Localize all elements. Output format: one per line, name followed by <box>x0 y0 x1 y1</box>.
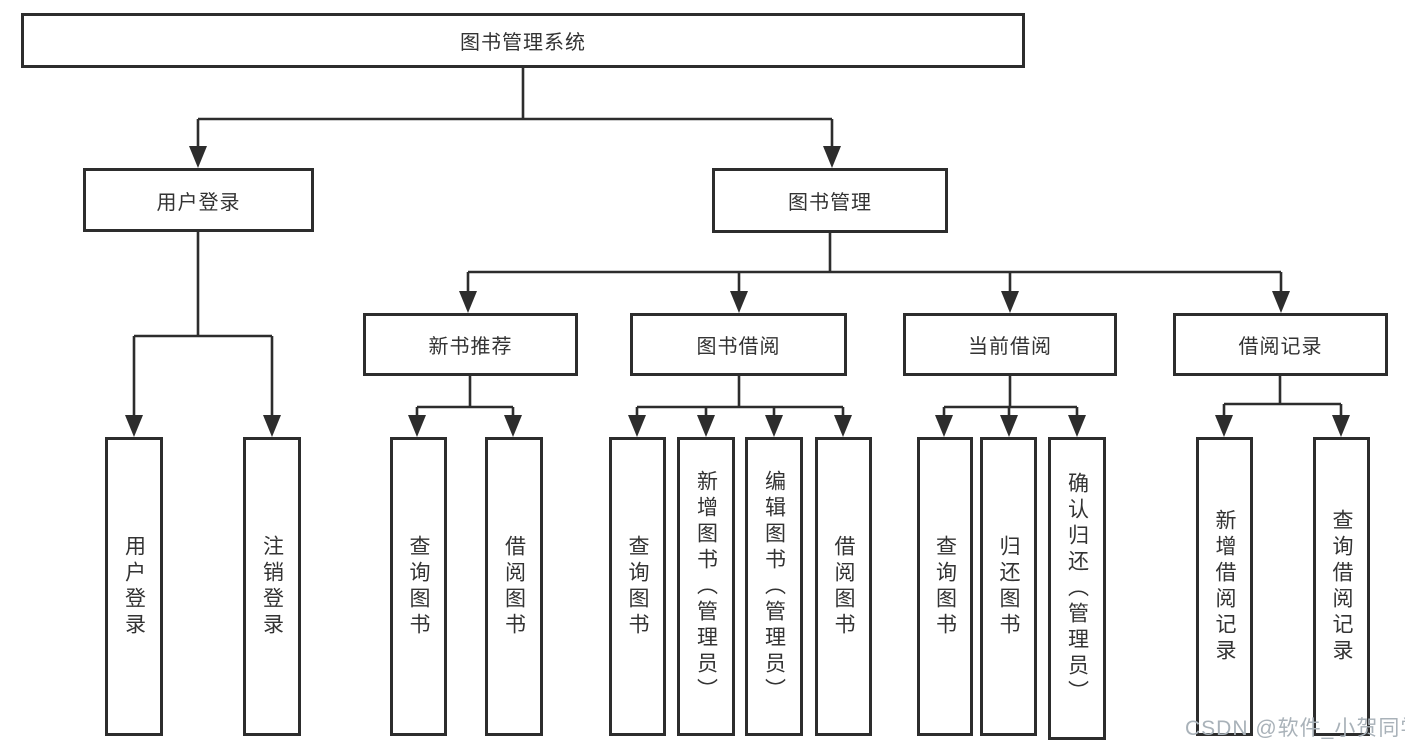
leaf-return-books: 归还图书 <box>980 437 1037 736</box>
node-label: 借阅记录 <box>1238 336 1323 358</box>
node-book-management: 图书管理 <box>712 168 948 233</box>
leaf-label: 查询图书 <box>407 534 430 639</box>
arrow-icon <box>1068 415 1086 437</box>
arrow-icon <box>1001 291 1019 313</box>
node-label: 图书借阅 <box>696 336 781 358</box>
node-new-book-recommendation: 新书推荐 <box>363 313 578 376</box>
leaf-label: 归还图书 <box>997 534 1020 639</box>
leaf-label: 注销登录 <box>260 534 284 639</box>
watermark: CSDN @软件_小贺同学 <box>1185 717 1405 740</box>
node-label: 用户登录 <box>156 191 241 214</box>
node-book-borrowing: 图书借阅 <box>630 313 847 376</box>
arrow-icon <box>408 415 426 437</box>
arrow-icon <box>730 291 748 313</box>
leaf-confirm-return-admin: 确认归还（管理员） <box>1048 437 1106 740</box>
leaf-label: 用户登录 <box>122 534 146 639</box>
leaf-logout: 注销登录 <box>243 437 301 736</box>
node-borrowing-records: 借阅记录 <box>1173 313 1388 376</box>
arrow-icon <box>1272 291 1290 313</box>
leaf-label: 新增借阅记录 <box>1213 508 1236 665</box>
leaf-edit-books-admin: 编辑图书（管理员） <box>745 437 803 736</box>
node-user-login: 用户登录 <box>83 168 314 232</box>
leaf-query-books-recommend: 查询图书 <box>390 437 447 736</box>
leaf-add-books-admin: 新增图书（管理员） <box>677 437 735 736</box>
leaf-user-login: 用户登录 <box>105 437 163 736</box>
arrow-icon <box>628 415 646 437</box>
leaf-label: 新增图书（管理员） <box>694 469 718 704</box>
leaf-label: 查询借阅记录 <box>1330 508 1353 665</box>
leaf-add-borrow-record: 新增借阅记录 <box>1196 437 1253 736</box>
arrowhead-icons <box>125 146 1350 437</box>
leaf-label: 确认归还（管理员） <box>1065 471 1089 706</box>
leaf-label: 查询图书 <box>626 534 649 639</box>
leaf-label: 借阅图书 <box>502 534 526 639</box>
node-library-management-system: 图书管理系统 <box>21 13 1025 68</box>
leaf-query-books-borrow: 查询图书 <box>609 437 666 736</box>
arrow-icon <box>189 146 207 168</box>
tree-edges <box>132 68 1343 421</box>
arrow-icon <box>459 291 477 313</box>
node-label: 图书管理 <box>788 192 872 214</box>
node-label: 图书管理系统 <box>460 32 586 54</box>
arrow-icon <box>263 415 281 437</box>
leaf-query-borrow-record: 查询借阅记录 <box>1313 437 1370 736</box>
leaf-label: 编辑图书（管理员） <box>762 469 786 704</box>
node-current-borrowing: 当前借阅 <box>903 313 1117 376</box>
arrow-icon <box>1332 415 1350 437</box>
arrow-icon <box>823 146 841 168</box>
leaf-label: 借阅图书 <box>832 534 855 639</box>
node-label: 当前借阅 <box>968 336 1052 358</box>
leaf-label: 查询图书 <box>933 534 957 639</box>
arrow-icon <box>1000 415 1018 437</box>
node-label: 新书推荐 <box>428 336 513 358</box>
arrow-icon <box>834 415 852 437</box>
arrow-icon <box>1215 415 1233 437</box>
arrow-icon <box>504 415 522 437</box>
leaf-borrow-books: 借阅图书 <box>815 437 872 736</box>
arrow-icon <box>697 415 715 437</box>
leaf-borrow-books-recommend: 借阅图书 <box>485 437 543 736</box>
arrow-icon <box>765 415 783 437</box>
leaf-query-books-current: 查询图书 <box>917 437 973 736</box>
arrow-icon <box>125 415 143 437</box>
arrow-icon <box>935 415 953 437</box>
